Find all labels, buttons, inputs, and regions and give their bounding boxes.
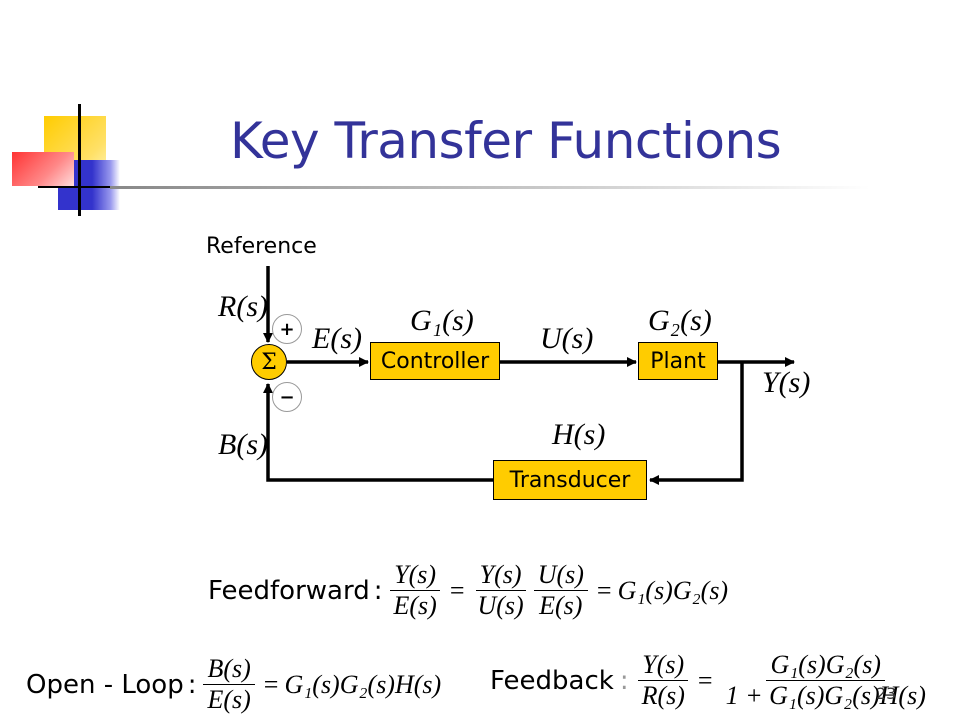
- feedforward-colon: :: [373, 575, 383, 606]
- feedback-den-1: R(s): [641, 681, 685, 710]
- feedforward-frac-3-den: E(s): [539, 591, 583, 620]
- feedforward-frac-2: Y(s) U(s): [473, 560, 527, 621]
- feedforward-frac-1-num: Y(s): [390, 560, 441, 591]
- reference-label: Reference: [206, 234, 317, 259]
- open-loop-colon: :: [187, 669, 197, 700]
- wire-feedback-down: [649, 362, 744, 485]
- plant-block: Plant: [638, 342, 718, 380]
- g2-label: G₂(s): [648, 304, 712, 337]
- feedforward-label: Feedforward: [208, 575, 370, 606]
- feedforward-frac-3-num: U(s): [533, 560, 588, 591]
- equals-sign: =: [697, 665, 713, 695]
- open-loop-frac: B(s) E(s): [203, 654, 255, 715]
- h-label: H(s): [552, 418, 606, 451]
- open-loop-den: E(s): [207, 685, 251, 714]
- feedforward-frac-1: Y(s) E(s): [389, 560, 441, 621]
- page-number: 23: [876, 684, 897, 703]
- signal-b-label: B(s): [218, 428, 268, 461]
- feedback-label: Feedback: [490, 665, 614, 696]
- signal-r-label: R(s): [218, 290, 268, 323]
- summing-junction: Σ: [251, 344, 287, 380]
- signal-u-label: U(s): [540, 322, 594, 355]
- feedback-den-2: 1 + G₁(s)G₂(s)H(s): [725, 681, 926, 710]
- open-loop-label: Open - Loop: [26, 669, 184, 700]
- signal-y-label: Y(s): [762, 366, 811, 399]
- decor-vertical-line: [78, 104, 81, 216]
- equals-sign: =: [449, 575, 465, 605]
- feedback-equation: Feedback : Y(s) R(s) = G₁(s)G₂(s) 1 + G₁…: [490, 650, 933, 711]
- title-underline: [110, 186, 870, 189]
- feedforward-frac-1-den: E(s): [393, 591, 437, 620]
- feedback-num-1: Y(s): [638, 650, 689, 681]
- open-loop-result: G₁(s)G₂(s)H(s): [284, 669, 442, 699]
- minus-sign: −: [272, 382, 302, 412]
- signal-e-label: E(s): [312, 322, 362, 355]
- feedforward-equation: Feedforward : Y(s) E(s) = Y(s) U(s) U(s)…: [208, 560, 728, 621]
- controller-block: Controller: [370, 342, 500, 380]
- g1-label: G₁(s): [410, 304, 474, 337]
- feedforward-frac-2-num: Y(s): [475, 560, 526, 591]
- feedforward-frac-3: U(s) E(s): [533, 560, 588, 621]
- page-title: Key Transfer Functions: [230, 112, 782, 170]
- feedback-colon: :: [619, 665, 629, 696]
- decor-horizontal-line: [38, 186, 128, 188]
- equals-sign: =: [263, 669, 279, 699]
- wire-feedback-return: [263, 383, 493, 482]
- feedback-frac-2: G₁(s)G₂(s) 1 + G₁(s)G₂(s)H(s): [722, 650, 930, 711]
- feedback-frac-1: Y(s) R(s): [638, 650, 689, 711]
- plus-sign: +: [272, 314, 302, 344]
- feedforward-result: G₁(s)G₂(s): [617, 575, 729, 605]
- transducer-block: Transducer: [493, 460, 647, 500]
- feedback-num-2: G₁(s)G₂(s): [766, 650, 885, 681]
- equals-sign: =: [596, 575, 612, 605]
- decor-red-square: [12, 152, 74, 186]
- open-loop-equation: Open - Loop : B(s) E(s) = G₁(s)G₂(s)H(s): [26, 654, 441, 715]
- open-loop-num: B(s): [203, 654, 255, 685]
- feedforward-frac-2-den: U(s): [477, 591, 524, 620]
